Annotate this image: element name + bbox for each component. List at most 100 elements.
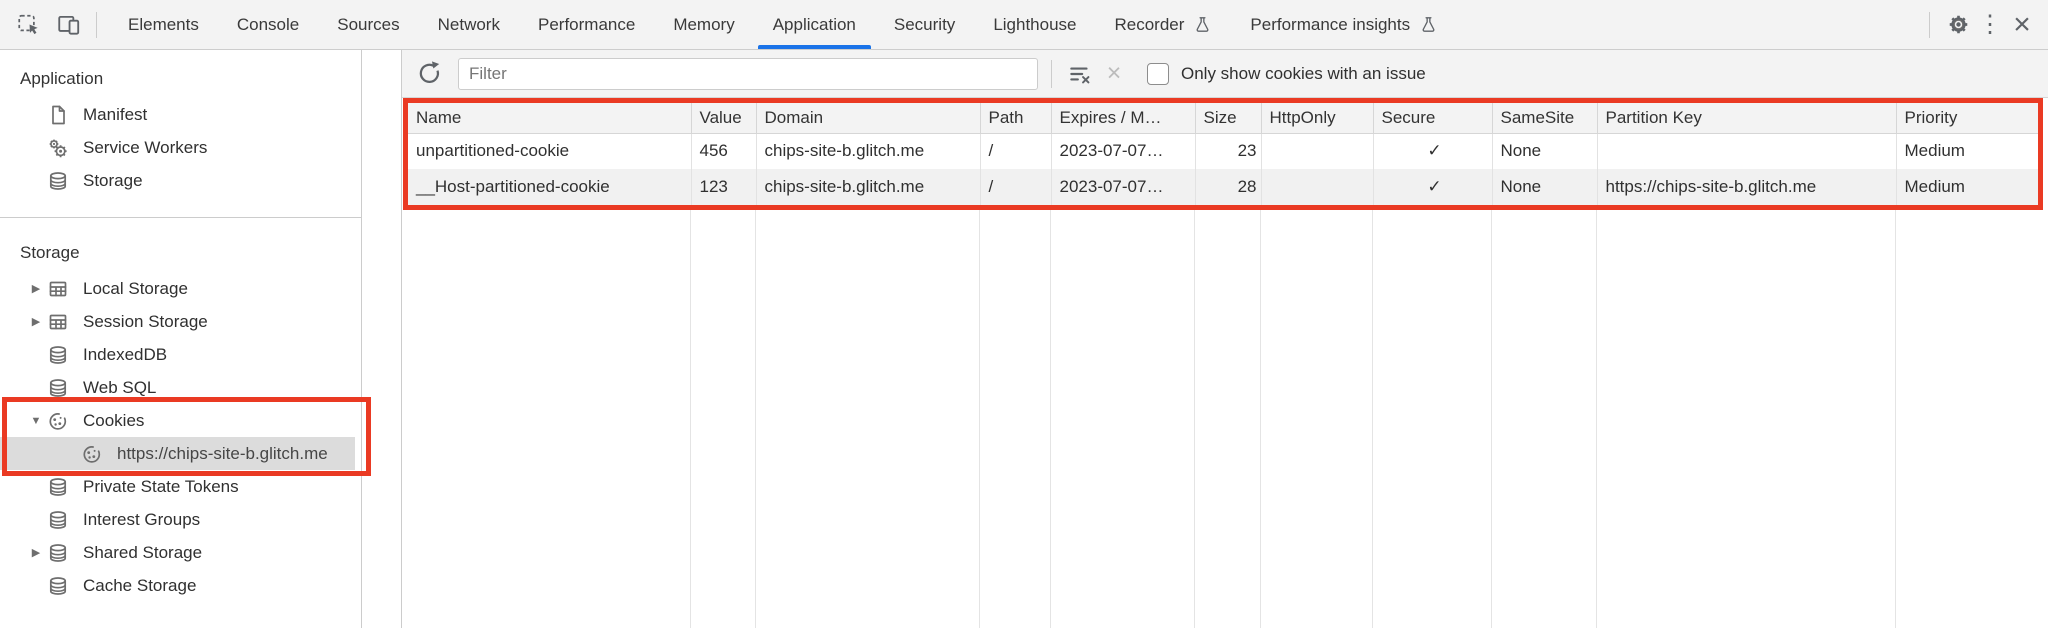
inspect-element-icon[interactable] [14, 10, 44, 40]
cell-partition-key[interactable] [1597, 133, 1897, 169]
tab-sources[interactable]: Sources [337, 14, 400, 34]
application-panel: Application Manifest Service Workers [0, 50, 2048, 628]
sidebar-section-storage: Storage ▶ Local Storage ▶ Session Storag… [0, 218, 362, 628]
cell-httponly[interactable] [1261, 169, 1374, 205]
tab-network[interactable]: Network [437, 14, 500, 34]
experiment-flask-icon [1419, 14, 1438, 35]
column-header-httponly[interactable]: HttpOnly [1261, 103, 1374, 134]
sidebar-item-session-storage[interactable]: ▶ Session Storage [0, 305, 361, 338]
cell-path[interactable]: / [980, 169, 1052, 205]
grid-column-line [1492, 210, 1597, 628]
cell-expires[interactable]: 2023-07-07… [1051, 133, 1196, 169]
cell-priority[interactable]: Medium [1896, 169, 2038, 205]
grid-column-line [1597, 210, 1896, 628]
database-icon [46, 343, 70, 367]
cell-name[interactable]: unpartitioned-cookie [408, 133, 692, 169]
close-devtools-icon[interactable]: × [2013, 7, 2031, 41]
application-sidebar: Application Manifest Service Workers [0, 50, 402, 628]
column-header-priority[interactable]: Priority [1896, 103, 2038, 134]
cell-domain[interactable]: chips-site-b.glitch.me [756, 169, 981, 205]
cookies-pane: × Only show cookies with an issue Name V… [402, 50, 2048, 628]
cookie-icon [80, 442, 104, 466]
cell-domain[interactable]: chips-site-b.glitch.me [756, 133, 981, 169]
grid-column-line [1195, 210, 1261, 628]
column-header-size[interactable]: Size [1195, 103, 1262, 134]
sidebar-item-indexeddb[interactable]: IndexedDB [0, 338, 361, 371]
column-header-path[interactable]: Path [980, 103, 1052, 134]
column-header-secure[interactable]: Secure [1373, 103, 1493, 134]
cookie-row-unpartitioned[interactable]: unpartitioned-cookie 456 chips-site-b.gl… [408, 133, 2038, 169]
device-toolbar-icon[interactable] [54, 10, 84, 40]
more-options-kebab-icon[interactable]: ⋮ [1978, 11, 2002, 38]
cell-priority[interactable]: Medium [1904, 141, 1965, 161]
clear-filter-icon[interactable] [1065, 59, 1095, 89]
sidebar-item-label: Private State Tokens [83, 476, 239, 496]
tab-performance[interactable]: Performance [537, 14, 636, 34]
sidebar-item-private-state-tokens[interactable]: Private State Tokens [0, 470, 361, 503]
tab-performance-insights[interactable]: Performance insights [1231, 0, 1457, 49]
column-header-domain[interactable]: Domain [756, 103, 981, 134]
tab-elements[interactable]: Elements [128, 14, 199, 34]
only-issue-checkbox-label[interactable]: Only show cookies with an issue [1181, 63, 1426, 83]
only-issue-checkbox[interactable] [1147, 62, 1169, 85]
column-header-expires[interactable]: Expires / M… [1051, 103, 1196, 134]
table-header-row: Name Value Domain Path Expires / M… Size… [408, 103, 2038, 134]
expander-expanded-icon[interactable]: ▼ [30, 414, 42, 427]
tab-lighthouse[interactable]: Lighthouse [993, 14, 1077, 34]
sidebar-item-cookies[interactable]: ▼ Cookies [0, 404, 361, 437]
cell-size[interactable]: 28 [1195, 169, 1262, 205]
refresh-icon[interactable] [414, 59, 444, 89]
table-icon [46, 277, 70, 301]
cell-partition-key[interactable]: https://chips-site-b.glitch.me [1597, 169, 1897, 205]
sidebar-item-local-storage[interactable]: ▶ Local Storage [0, 272, 361, 305]
sidebar-item-manifest[interactable]: Manifest [0, 98, 361, 131]
sidebar-item-web-sql[interactable]: Web SQL [0, 371, 361, 404]
sidebar-section-application: Application Manifest Service Workers [0, 50, 362, 218]
cell-value[interactable]: 456 [691, 133, 757, 169]
sidebar-item-interest-groups[interactable]: Interest Groups [0, 503, 361, 536]
cell-expires[interactable]: 2023-07-07… [1051, 169, 1196, 205]
tab-memory[interactable]: Memory [673, 14, 735, 34]
tab-recorder[interactable]: Recorder [1096, 0, 1232, 49]
cell-size[interactable]: 23 [1195, 133, 1262, 169]
delete-all-icon[interactable]: × [1106, 59, 1122, 87]
cookie-row-host-partitioned[interactable]: __Host-partitioned-cookie 123 chips-site… [408, 169, 2038, 205]
sidebar-item-cache-storage[interactable]: Cache Storage [0, 569, 361, 602]
settings-gear-icon[interactable] [1942, 8, 1974, 42]
grid-column-line [756, 210, 980, 628]
sidebar-item-storage[interactable]: Storage [0, 164, 361, 197]
column-header-value[interactable]: Value [691, 103, 757, 134]
cookies-table: Name Value Domain Path Expires / M… Size… [408, 103, 2038, 205]
tab-application[interactable]: Application [754, 0, 875, 49]
cell-name[interactable]: __Host-partitioned-cookie [408, 169, 692, 205]
grid-column-line [408, 210, 691, 628]
column-header-samesite[interactable]: SameSite [1492, 103, 1598, 134]
expander-collapsed-icon[interactable]: ▶ [31, 283, 41, 295]
section-title: Storage [20, 243, 80, 262]
experiment-flask-icon [1193, 14, 1212, 35]
cell-secure-checkmark[interactable]: ✓ [1373, 133, 1493, 169]
devtools-tab-bar: Elements Console Sources Network Perform… [0, 0, 2048, 50]
tab-console[interactable]: Console [236, 14, 300, 34]
cell-secure-checkmark[interactable]: ✓ [1373, 169, 1493, 205]
cell-samesite[interactable]: None [1492, 133, 1598, 169]
tab-security[interactable]: Security [893, 14, 956, 34]
expander-collapsed-icon[interactable]: ▶ [31, 547, 41, 559]
empty-grid-area [408, 210, 2048, 628]
cell-samesite[interactable]: None [1492, 169, 1598, 205]
database-icon [46, 541, 70, 565]
expander-collapsed-icon[interactable]: ▶ [31, 316, 41, 328]
filter-input[interactable] [458, 57, 1038, 90]
cell-value[interactable]: 123 [691, 169, 757, 205]
cookies-toolbar: × Only show cookies with an issue [402, 50, 2048, 98]
sidebar-item-shared-storage[interactable]: ▶ Shared Storage [0, 536, 361, 569]
column-header-partition-key[interactable]: Partition Key [1597, 103, 1897, 134]
sidebar-item-service-workers[interactable]: Service Workers [0, 131, 361, 164]
sidebar-item-cookie-origin[interactable]: https://chips-site-b.glitch.me [0, 437, 355, 470]
cell-httponly[interactable] [1261, 133, 1374, 169]
toolbar-divider [96, 11, 97, 38]
sidebar-item-label: Service Workers [83, 137, 208, 157]
cell-path[interactable]: / [980, 133, 1052, 169]
panel-tabs: Elements Console Sources Network Perform… [109, 0, 1457, 49]
column-header-name[interactable]: Name [408, 103, 692, 134]
